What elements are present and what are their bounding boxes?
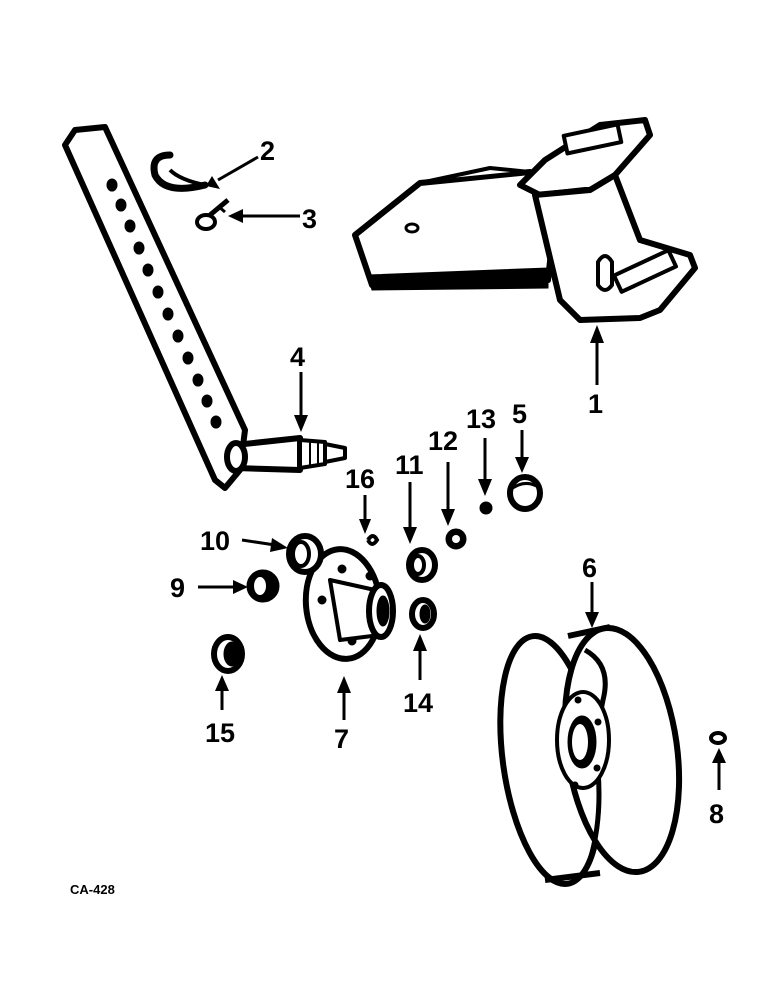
wheel-rim-part	[497, 624, 683, 887]
callout-labels: 1 2 3 4 5 6 7 8 9 10 11 12 13 14 15 16	[170, 136, 724, 829]
leader-arrows	[198, 155, 726, 790]
adjustment-holes	[106, 178, 222, 429]
callout-4: 4	[290, 342, 305, 372]
callout-10: 10	[200, 526, 230, 556]
bearing-part	[246, 569, 280, 603]
callout-8: 8	[709, 799, 724, 829]
callout-14: 14	[403, 688, 433, 718]
callout-16: 16	[345, 464, 375, 494]
figure-code: CA-428	[70, 882, 115, 897]
spindle-arm-part	[62, 124, 347, 491]
seal-part	[409, 597, 437, 631]
callout-3: 3	[302, 204, 317, 234]
callout-7: 7	[334, 724, 349, 754]
hub-flange-part	[302, 546, 396, 662]
callout-6: 6	[582, 553, 597, 583]
callout-13: 13	[466, 404, 496, 434]
ball-part	[479, 501, 493, 515]
bearing-cup-part	[286, 533, 324, 575]
callout-12: 12	[428, 426, 458, 456]
callout-11: 11	[395, 450, 424, 480]
callout-1: 1	[588, 389, 603, 419]
hub-cap-part	[507, 474, 543, 512]
bearing-cup-part-11	[406, 547, 438, 583]
seal-part-15	[211, 634, 245, 674]
bearing-cone-part	[445, 528, 467, 550]
callout-5: 5	[512, 399, 527, 429]
pin-part	[195, 198, 230, 231]
mounting-bracket-part	[352, 117, 698, 323]
callout-15: 15	[205, 718, 235, 748]
hairpin-clip-part	[150, 151, 209, 192]
callout-2: 2	[260, 136, 275, 166]
cotter-part	[366, 534, 380, 546]
lug-nut-part	[709, 731, 727, 745]
callout-9: 9	[170, 573, 185, 603]
